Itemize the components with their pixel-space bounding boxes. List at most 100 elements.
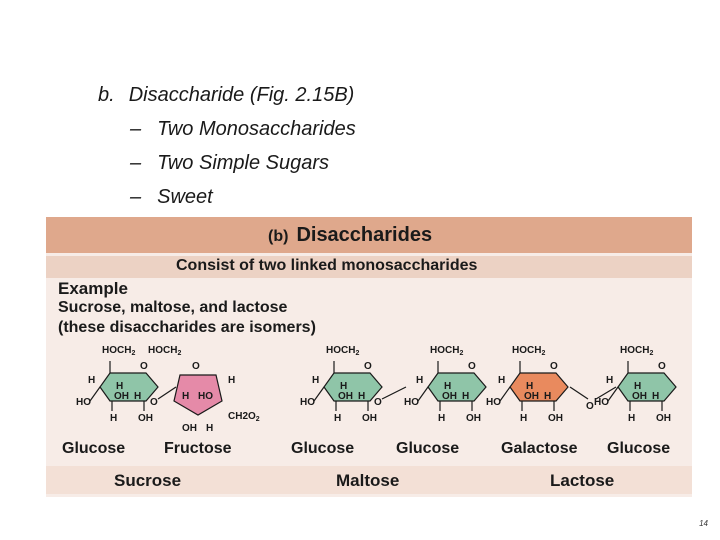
hydroxyl-label: OH	[338, 391, 353, 402]
bond-line	[499, 386, 511, 402]
hydroxyl-label: HO	[198, 391, 213, 402]
bullet-dash: –	[130, 186, 142, 208]
hoch2-label: HOCH2	[326, 345, 359, 357]
hydrogen-label: H	[416, 375, 423, 386]
hydrogen-label: H	[444, 381, 451, 392]
hydroxyl-label: HO	[404, 397, 419, 408]
hydrogen-label: H	[634, 381, 641, 392]
sugar-name-glucose: Glucose	[62, 440, 126, 457]
hydroxyl-label: OH	[138, 413, 153, 424]
disaccharide-name-maltose: Maltose	[336, 471, 400, 490]
sugar-name-galactose: Galactose	[501, 440, 578, 457]
ring-oxygen-label: O	[140, 361, 148, 372]
bullet-text: Two Monosaccharides	[157, 118, 356, 140]
bullet-text: Two Simple Sugars	[157, 152, 330, 174]
hydrogen-label: H	[110, 413, 117, 424]
example-label: Example	[58, 279, 128, 298]
sugar-name-fructose: Fructose	[164, 440, 232, 457]
figure-subtitle: Consist of two linked monosaccharides	[176, 257, 478, 274]
bond-line	[417, 386, 429, 402]
hydrogen-label: H	[462, 391, 469, 402]
example-line: (these disaccharides are isomers)	[58, 319, 316, 336]
glucose-ring	[427, 372, 487, 402]
hydrogen-label: H	[340, 381, 347, 392]
glycosidic-oxygen-label: O	[586, 401, 594, 412]
fructose-ring	[173, 374, 223, 416]
hydrogen-label: H	[182, 391, 189, 402]
bullet-dash: –	[130, 152, 142, 174]
bullet-item: – Sweet	[98, 180, 356, 214]
hydrogen-label: H	[606, 375, 613, 386]
ring-oxygen-label: O	[192, 361, 200, 372]
sugar-name-glucose: Glucose	[396, 440, 460, 457]
sugar-name-glucose: Glucose	[607, 440, 671, 457]
hydroxyl-label: OH	[656, 413, 671, 424]
heading-text: Disaccharide (Fig. 2.15B)	[128, 84, 355, 106]
hoch2-label: HOCH2	[512, 345, 545, 357]
hydrogen-label: H	[88, 375, 95, 386]
hydrogen-label: H	[206, 423, 213, 434]
hydrogen-label: H	[228, 375, 235, 386]
slide-text: b. Disaccharide (Fig. 2.15B) – Two Monos…	[98, 78, 356, 214]
ch2oh-label: CH2O2	[228, 411, 260, 423]
ring-oxygen-label: O	[364, 361, 372, 372]
hydroxyl-label: OH	[548, 413, 563, 424]
hydrogen-label: H	[438, 413, 445, 424]
glycosidic-oxygen-label: O	[150, 397, 158, 408]
hydrogen-label: H	[628, 413, 635, 424]
disaccharide-band	[46, 466, 692, 494]
figure-title: (b) Disaccharides	[268, 224, 432, 247]
hydrogen-label: H	[544, 391, 551, 402]
hydroxyl-label: HO	[300, 397, 315, 408]
bullet-item: – Two Monosaccharides	[98, 112, 356, 146]
hydroxyl-label: OH	[362, 413, 377, 424]
ring-oxygen-label: O	[658, 361, 666, 372]
disaccharide-name-sucrose: Sucrose	[114, 471, 182, 490]
figure-title-text: Disaccharides	[296, 224, 433, 246]
figure-tag: (b)	[268, 228, 289, 245]
hydrogen-label: H	[134, 391, 141, 402]
hydroxyl-label: OH	[524, 391, 539, 402]
bullet-dash: –	[130, 118, 142, 140]
heading-marker: b.	[98, 84, 115, 106]
hydroxyl-label: OH	[182, 423, 197, 434]
disaccharide-figure: (b) Disaccharides Consist of two linked m…	[46, 217, 692, 497]
hydrogen-label: H	[312, 375, 319, 386]
figure-header: (b) Disaccharides	[46, 217, 692, 253]
hydroxyl-label: HO	[594, 397, 609, 408]
hoch2-label: HOCH2	[148, 345, 181, 357]
figure-subtitle-band: Consist of two linked monosaccharides	[46, 256, 692, 278]
bullet-text: Sweet	[157, 186, 213, 208]
hydroxyl-label: HO	[486, 397, 501, 408]
galactose-ring	[509, 372, 569, 402]
hydroxyl-label: HO	[76, 397, 91, 408]
hydrogen-label: H	[116, 381, 123, 392]
hydroxyl-label: OH	[442, 391, 457, 402]
glycosidic-bond	[157, 386, 177, 400]
bullet-item: – Two Simple Sugars	[98, 146, 356, 180]
hoch2-label: HOCH2	[102, 345, 135, 357]
page-number: 14	[699, 519, 708, 528]
glycosidic-oxygen-label: O	[374, 397, 382, 408]
hydrogen-label: H	[358, 391, 365, 402]
hydroxyl-label: OH	[632, 391, 647, 402]
ring-oxygen-label: O	[468, 361, 476, 372]
slide-heading: b. Disaccharide (Fig. 2.15B)	[98, 78, 356, 112]
sugar-name-glucose: Glucose	[291, 440, 355, 457]
disaccharide-name-lactose: Lactose	[550, 471, 615, 490]
glucose-ring	[617, 372, 677, 402]
glycosidic-bond	[381, 386, 407, 400]
hydrogen-label: H	[334, 413, 341, 424]
ring-oxygen-label: O	[550, 361, 558, 372]
hydrogen-label: H	[498, 375, 505, 386]
glycosidic-bond	[595, 386, 617, 400]
bond-line	[607, 386, 619, 402]
hydroxyl-label: OH	[114, 391, 129, 402]
hydroxyl-label: OH	[466, 413, 481, 424]
hoch2-label: HOCH2	[620, 345, 653, 357]
hydrogen-label: H	[526, 381, 533, 392]
glycosidic-bond	[569, 386, 589, 400]
bond-line	[313, 386, 325, 402]
hydrogen-label: H	[652, 391, 659, 402]
